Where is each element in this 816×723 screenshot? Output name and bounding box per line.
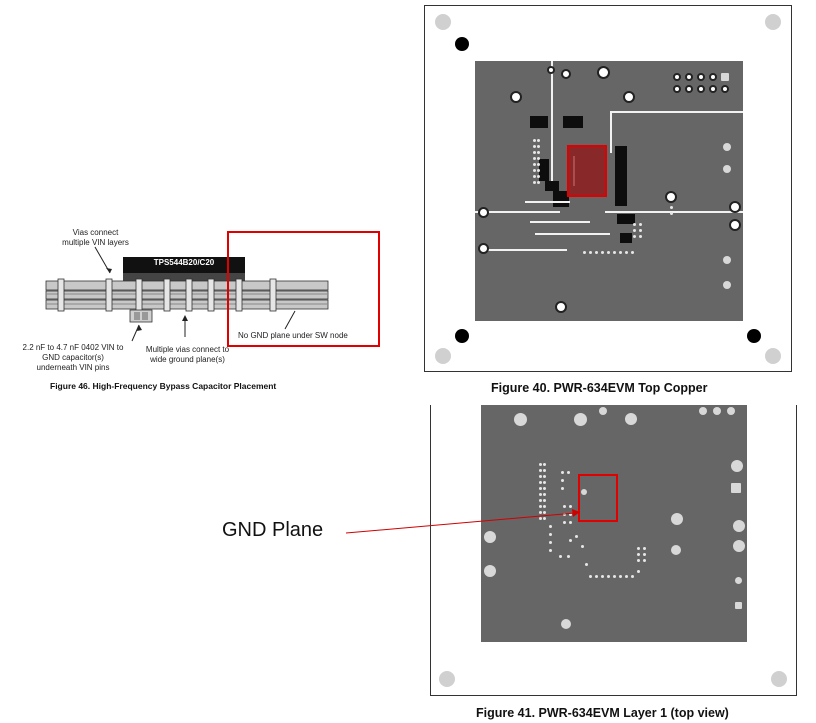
capacitor-annotation: 2.2 nF to 4.7 nF 0402 VIN to GND capacit… — [22, 343, 124, 372]
mounting-hole — [765, 14, 781, 30]
copper-pour — [475, 61, 743, 321]
mounting-hole — [765, 348, 781, 364]
top-copper-board — [424, 5, 792, 372]
capacitor-placement-cross-section — [45, 246, 329, 342]
gnd-plane-highlight-box — [578, 474, 618, 522]
figure-41-caption: Figure 41. PWR-634EVM Layer 1 (top view) — [476, 706, 729, 720]
gnd-plane-pour — [481, 405, 747, 642]
layer1-board — [430, 405, 797, 696]
mounting-hole — [771, 671, 787, 687]
sw-node-highlight-box — [567, 145, 607, 197]
figure-40-caption: Figure 40. PWR-634EVM Top Copper — [491, 381, 708, 395]
mounting-hole — [439, 671, 455, 687]
mounting-hole — [435, 348, 451, 364]
vias-vin-annotation: Vias connect multiple VIN layers — [62, 228, 129, 247]
vias-gnd-annotation: Multiple vias connect to wide ground pla… — [145, 345, 230, 364]
gnd-plane-callout-label: GND Plane — [222, 519, 324, 541]
figure-46-caption: Figure 46. High-Frequency Bypass Capacit… — [50, 381, 277, 391]
sw-node-pad — [567, 145, 605, 195]
chip-label: TPS544B20/C20 — [153, 258, 215, 267]
mounting-hole-plated — [747, 329, 761, 343]
gnd-plane-callout-arrow — [345, 509, 580, 534]
mounting-hole-plated — [455, 329, 469, 343]
mounting-hole — [435, 14, 451, 30]
sw-node-highlight-box — [227, 231, 380, 347]
no-gnd-annotation: No GND plane under SW node — [238, 331, 348, 340]
mounting-hole-plated — [455, 37, 469, 51]
